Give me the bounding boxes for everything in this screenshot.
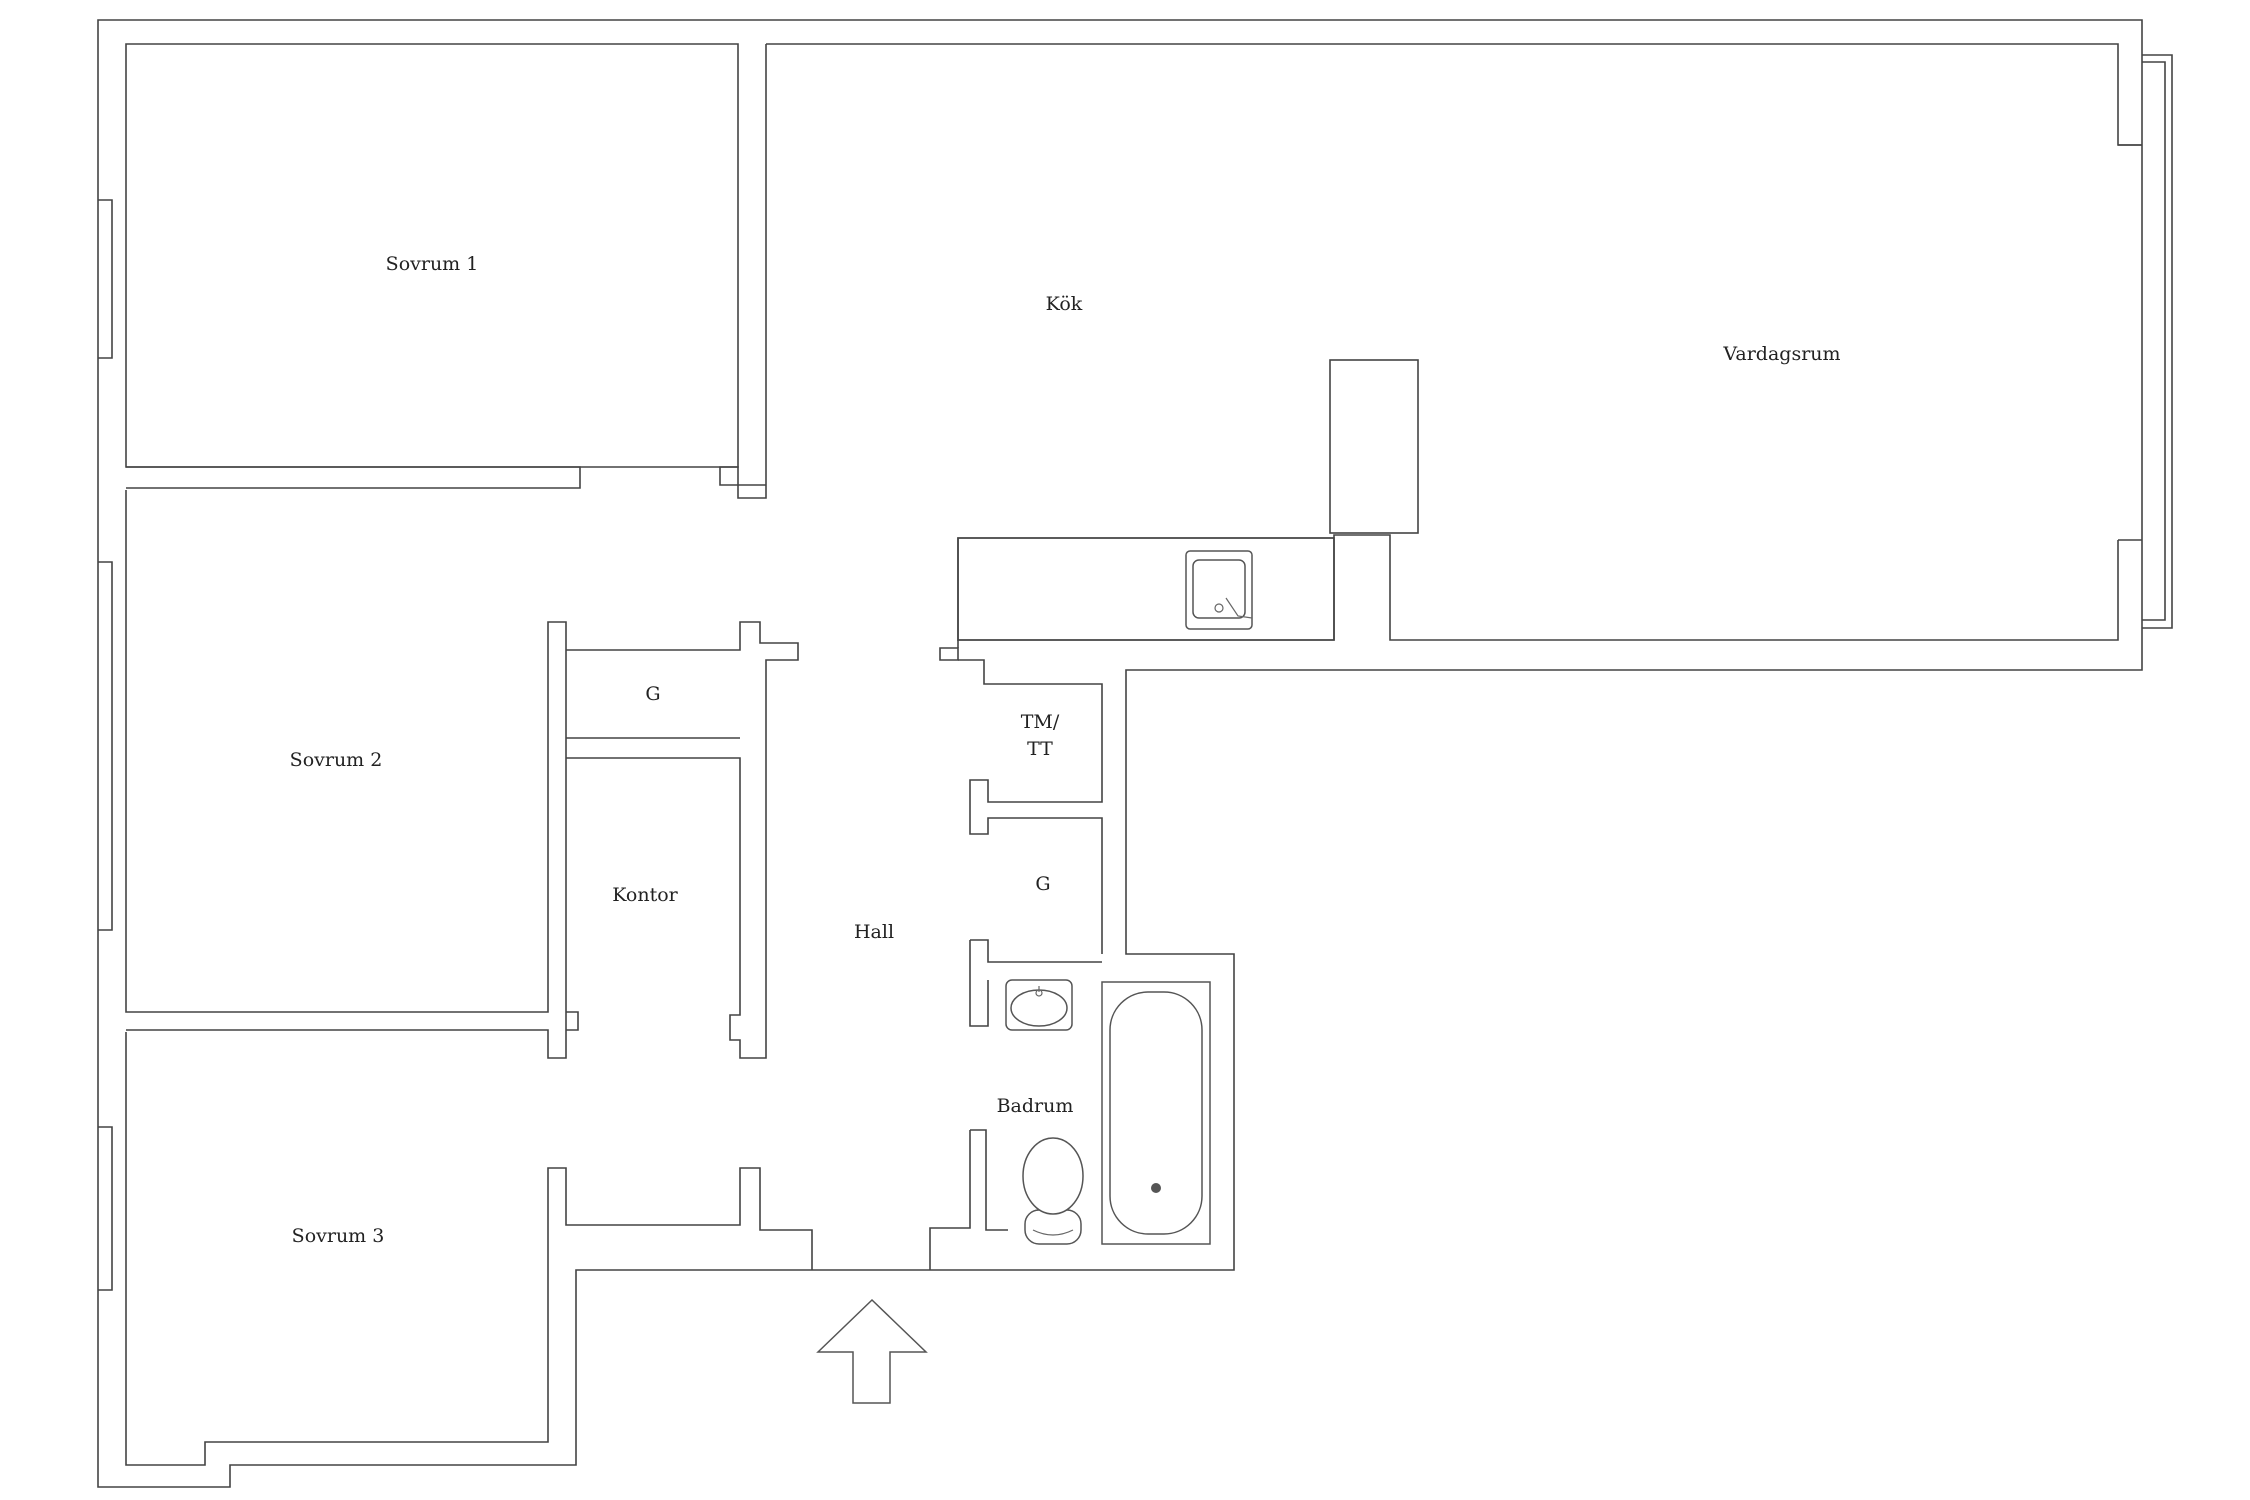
room-label-badrum: Badrum bbox=[997, 1095, 1074, 1117]
east-windows bbox=[2118, 54, 2173, 629]
room-label-garderob2: G bbox=[1035, 873, 1050, 895]
badrum-walls bbox=[929, 640, 1103, 1270]
bathtub-icon bbox=[1101, 981, 1211, 1245]
toilet-icon bbox=[1022, 1137, 1084, 1245]
sovrum1-walls bbox=[126, 466, 581, 489]
room-label-garderob1: G bbox=[645, 683, 660, 705]
room-label-hall: Hall bbox=[854, 921, 894, 943]
west-windows bbox=[98, 199, 113, 1291]
entrance-arrow-icon bbox=[816, 1298, 928, 1404]
room-label-tmtt-line1: TM/ bbox=[1021, 711, 1060, 733]
room-label-sovrum3: Sovrum 3 bbox=[292, 1225, 385, 1247]
room-label-vardagsrum: Vardagsrum bbox=[1722, 343, 1840, 365]
room-label-tmtt-line2: TT bbox=[1027, 738, 1053, 760]
room-label-kok: Kök bbox=[1046, 293, 1083, 315]
kontor-walls bbox=[566, 621, 799, 1059]
sovrum2-walls bbox=[125, 490, 567, 1059]
kitchen-counter bbox=[957, 359, 1419, 641]
room-label-sovrum2: Sovrum 2 bbox=[290, 749, 383, 771]
sovrum3-walls bbox=[125, 1032, 813, 1466]
room-label-kontor: Kontor bbox=[612, 884, 678, 906]
outer-walls bbox=[97, 19, 2143, 1488]
washbasin-icon bbox=[1005, 979, 1073, 1031]
room-label-sovrum1: Sovrum 1 bbox=[386, 253, 479, 275]
kitchen-sink-icon bbox=[1185, 550, 1253, 630]
